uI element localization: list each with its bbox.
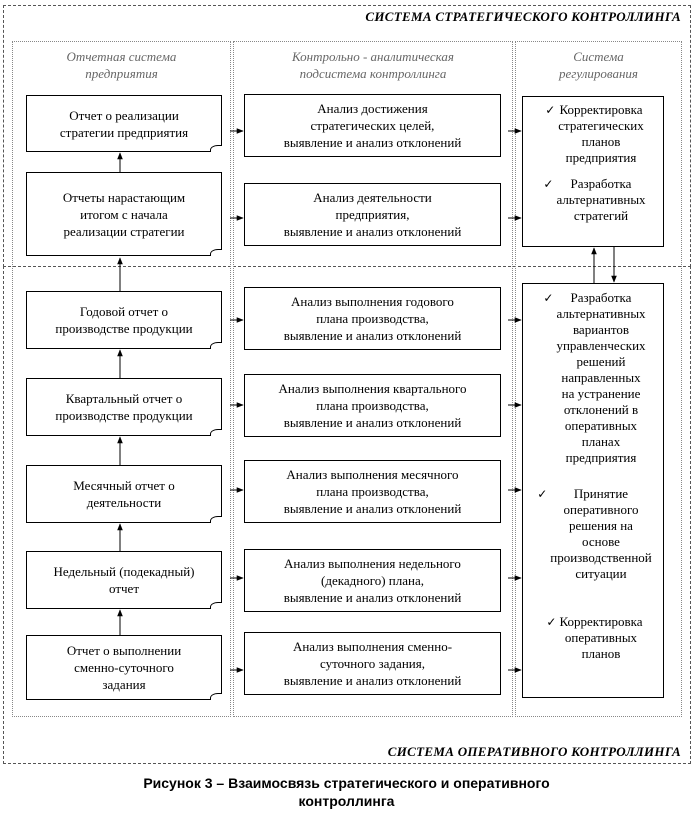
check-mark-icon: ✓ — [545, 103, 556, 117]
check-mark-icon: ✓ — [543, 291, 554, 305]
strategic-system-title: СИСТЕМА СТРАТЕГИЧЕСКОГО КОНТРОЛЛИНГА — [363, 9, 683, 25]
report-box: Отчет о реализации стратегии предприятия — [26, 95, 222, 152]
reporting-column-frame — [12, 41, 231, 717]
regulation-item: ✓ Разработка альтернативных вариантов уп… — [523, 290, 663, 466]
check-mark-icon: ✓ — [543, 177, 554, 191]
analysis-box: Анализ выполнения годового плана произво… — [244, 287, 501, 350]
strategic-regulation-box: ✓ Корректировка стратегических планов пр… — [522, 96, 664, 247]
analysis-box: Анализ выполнения недельного (декадного)… — [244, 549, 501, 612]
check-mark-icon: ✓ — [546, 615, 557, 629]
report-box: Отчеты нарастающим итогом с начала реали… — [26, 172, 222, 256]
regulation-item: ✓ Разработка альтернативных стратегий — [523, 176, 663, 224]
figure-caption: Рисунок 3 – Взаимосвязь стратегического … — [143, 775, 550, 809]
analysis-box: Анализ деятельности предприятия, выявлен… — [244, 183, 501, 246]
regulation-item-text: Принятие оперативного решения на основе … — [550, 486, 652, 581]
analysis-column-heading: Контрольно - аналитическая подсистема ко… — [292, 49, 454, 81]
analysis-box: Анализ выполнения месячного плана произв… — [244, 460, 501, 523]
analysis-box: Анализ выполнения квартального плана про… — [244, 374, 501, 437]
regulation-column-heading: Система регулирования — [559, 49, 638, 81]
regulation-item-text: Корректировка оперативных планов — [559, 614, 643, 661]
reporting-column-heading: Отчетная система предприятия — [66, 49, 177, 81]
report-box: Годовой отчет о производстве продукции — [26, 291, 222, 349]
regulation-item: ✓ Корректировка оперативных планов — [523, 614, 663, 662]
report-box: Недельный (подекадный) отчет — [26, 551, 222, 609]
regulation-item: ✓ Корректировка стратегических планов пр… — [523, 102, 663, 166]
regulation-item-text: Корректировка стратегических планов пред… — [558, 102, 644, 165]
analysis-box: Анализ достижения стратегических целей, … — [244, 94, 501, 157]
regulation-item-text: Разработка альтернативных стратегий — [556, 176, 646, 223]
regulation-item-text: Разработка альтернативных вариантов упра… — [556, 290, 646, 465]
check-mark-icon: ✓ — [537, 487, 548, 501]
report-box: Квартальный отчет о производстве продукц… — [26, 378, 222, 436]
regulation-item: ✓ Принятие оперативного решения на основ… — [523, 486, 663, 582]
analysis-column-frame — [233, 41, 513, 717]
analysis-box: Анализ выполнения сменно- суточного зада… — [244, 632, 501, 695]
regulation-column-frame — [515, 41, 682, 717]
report-box: Месячный отчет о деятельности — [26, 465, 222, 523]
operative-regulation-box: ✓ Разработка альтернативных вариантов уп… — [522, 283, 664, 698]
report-box: Отчет о выполнении сменно-суточного зада… — [26, 635, 222, 700]
operative-system-frame — [3, 266, 691, 764]
operative-system-title: СИСТЕМА ОПЕРАТИВНОГО КОНТРОЛЛИНГА — [385, 744, 683, 760]
